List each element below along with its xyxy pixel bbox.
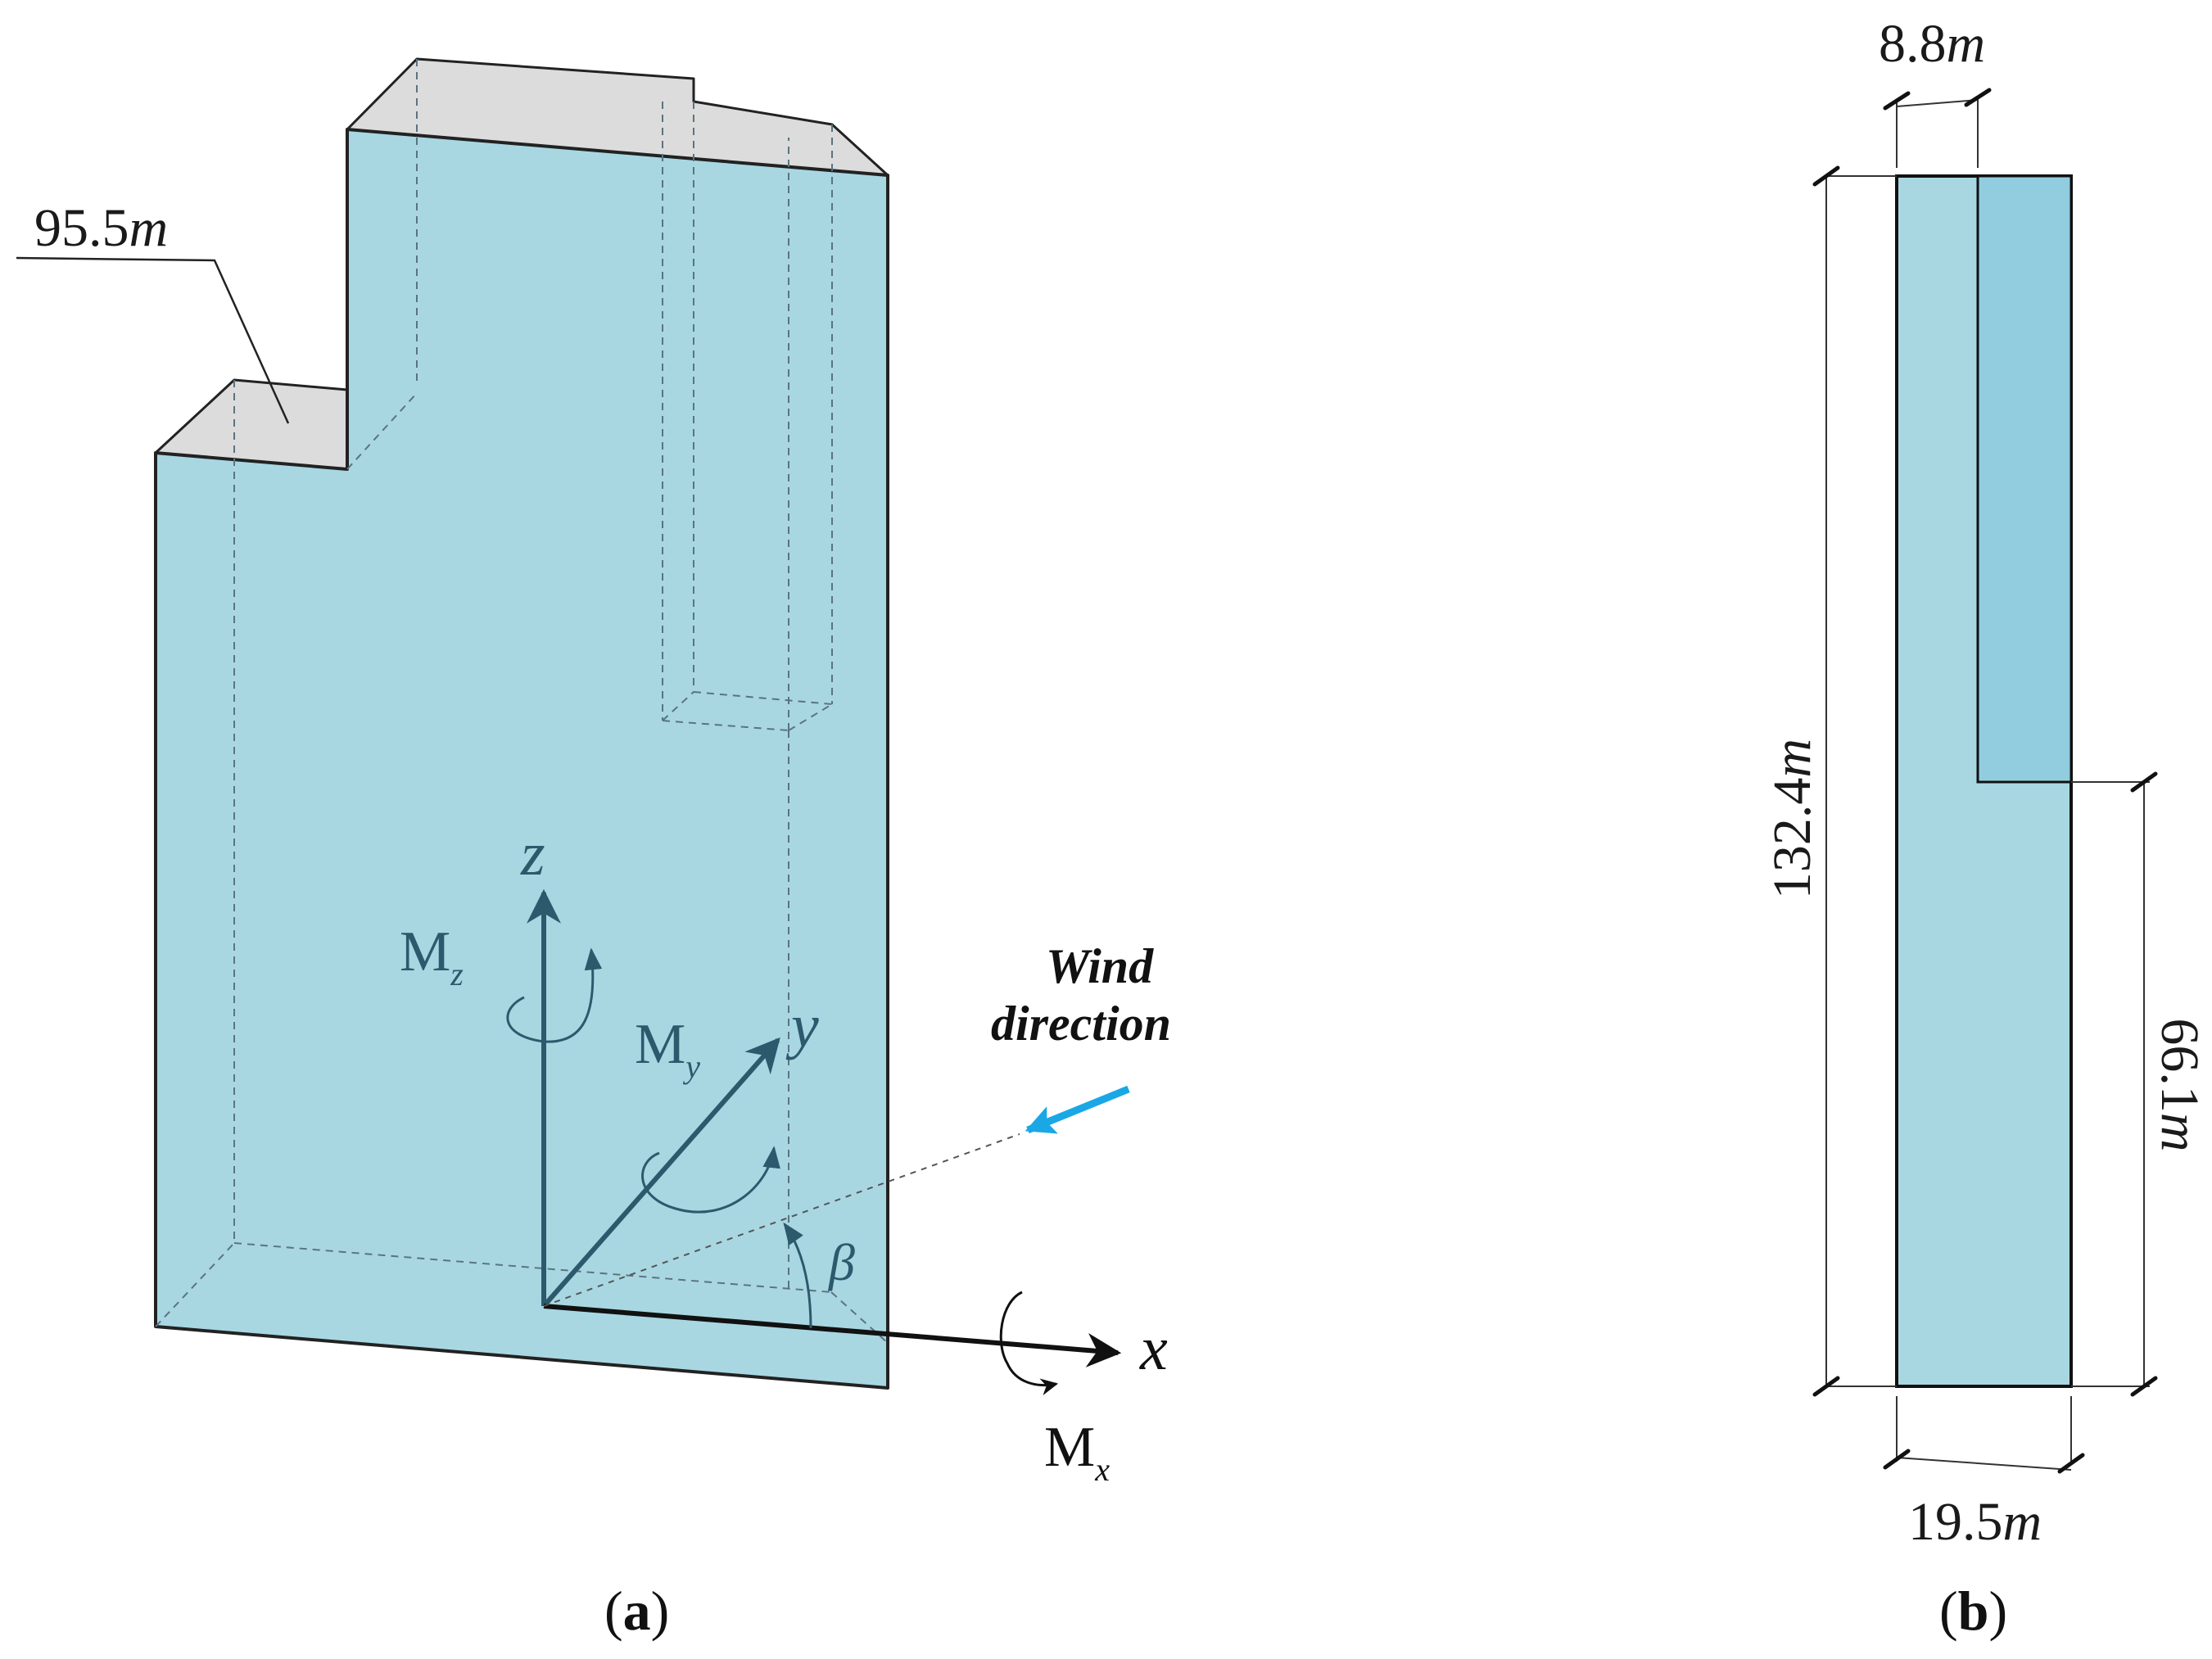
svg-text:Wind: Wind <box>1046 939 1154 993</box>
my-moment-curl <box>641 1146 780 1214</box>
svg-text:direction: direction <box>991 997 1171 1051</box>
mz-moment-curl <box>506 947 603 1043</box>
panel-b: 8.8m 132.4m 66.1m 19.5m (b) <box>1762 14 2210 1642</box>
mx-moment-curl <box>999 1291 1059 1395</box>
roof-dimension-label: 95.5m <box>16 198 290 424</box>
dimension-lines <box>1825 96 2150 1471</box>
height-label: 132.4m <box>1762 739 1822 899</box>
partial-height-label: 66.1m <box>2150 1018 2210 1151</box>
z-axis-label: z <box>520 820 545 888</box>
panel-b-label: (b) <box>1939 1580 2007 1642</box>
beta-angle-arc <box>783 1222 812 1329</box>
coordinate-axes: β z y x Mz My Mx <box>400 820 1168 1488</box>
upper-setback-zone <box>1976 174 2073 784</box>
bottom-width-label: 19.5m <box>1908 1492 2042 1552</box>
mx-label: Mx <box>1044 1416 1110 1488</box>
mz-label: Mz <box>400 920 464 992</box>
y-axis <box>541 1037 780 1308</box>
beta-label: β <box>827 1233 855 1291</box>
top-width-label: 8.8m <box>1879 14 1985 74</box>
hidden-edges <box>155 59 889 1344</box>
wind-angle-reference-line <box>543 1133 1020 1307</box>
panel-a-label: (a) <box>604 1580 669 1642</box>
x-axis-label: x <box>1139 1314 1168 1383</box>
building-front-face <box>154 128 889 1390</box>
my-label: My <box>635 1013 700 1085</box>
x-axis <box>543 1304 1122 1367</box>
svg-text:95.5m: 95.5m <box>34 198 168 258</box>
wind-direction: Wind direction <box>991 939 1171 1134</box>
y-axis-label: y <box>785 992 819 1060</box>
panel-a: 95.5m β z y x Mz My <box>16 57 1171 1642</box>
dimension-ticks <box>1812 88 2158 1474</box>
wind-arrow <box>1025 1085 1130 1134</box>
